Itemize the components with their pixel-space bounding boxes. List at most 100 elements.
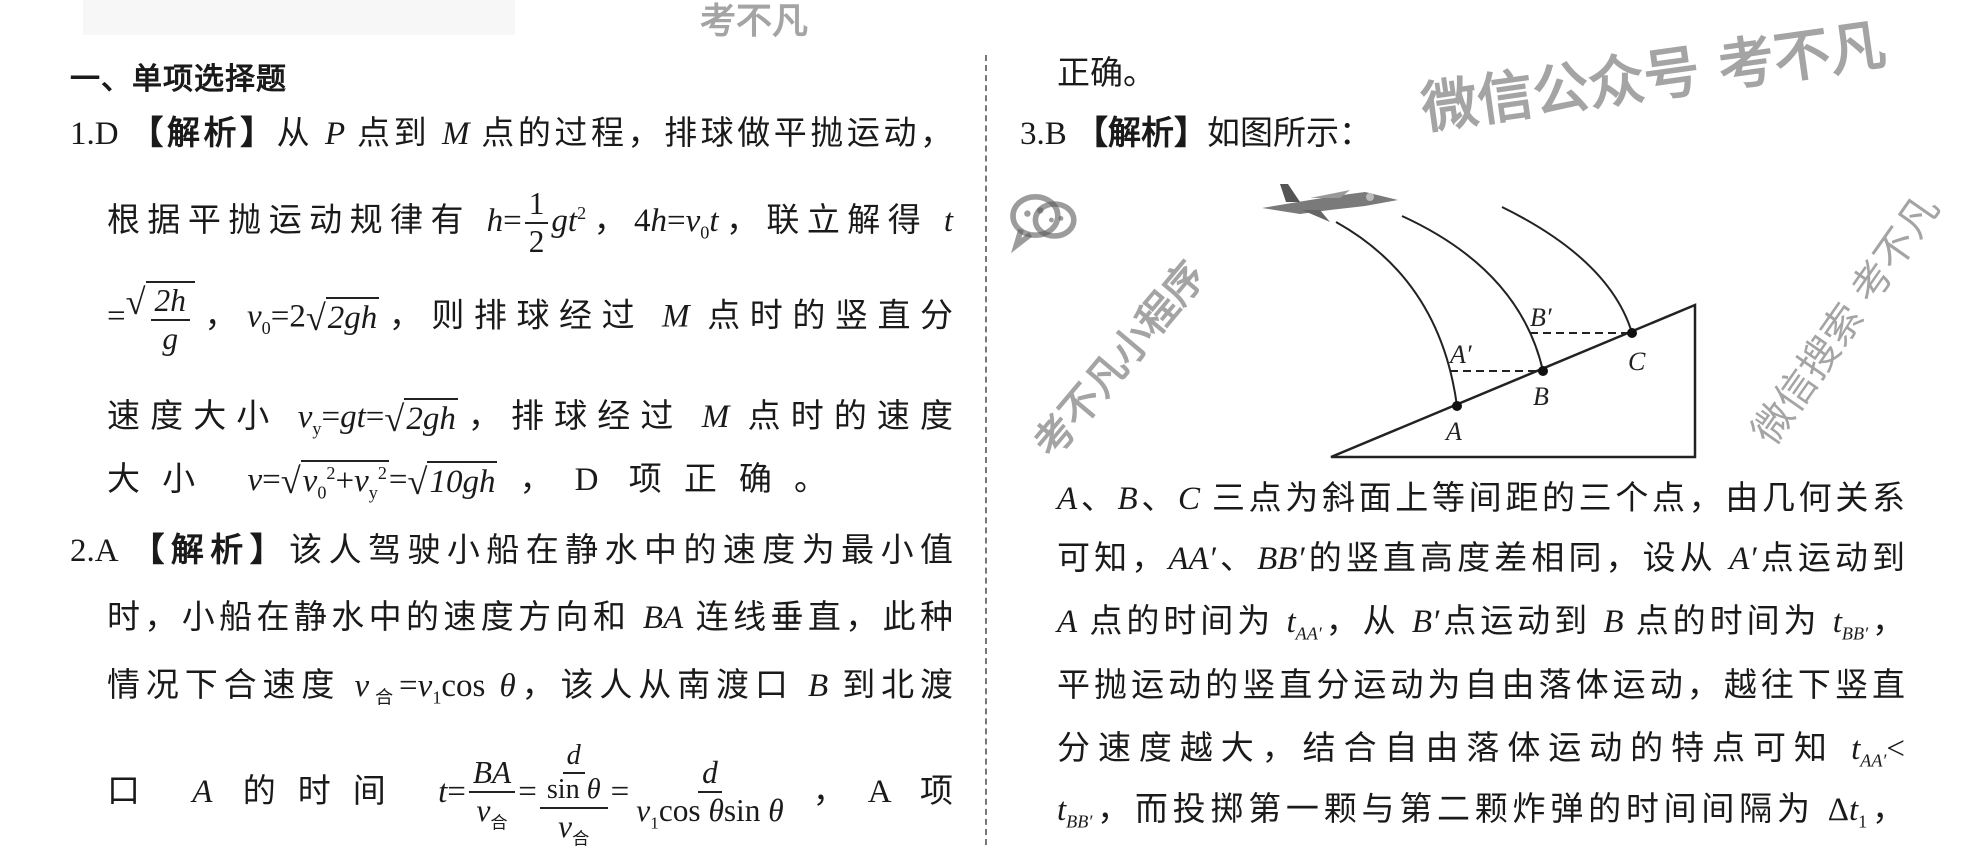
var: θ xyxy=(499,668,516,704)
point-b xyxy=(1538,366,1548,376)
var: θ xyxy=(586,774,601,806)
q3-line-6: 分速度越大，结合自由落体运动的特点可知 tAA′< xyxy=(1057,719,1905,779)
analysis-tag: 【解析】 xyxy=(1075,113,1208,152)
subscript: 1 xyxy=(432,687,442,708)
subscript: y xyxy=(312,418,322,439)
var: BA xyxy=(642,600,684,636)
label-a-prime: A′ xyxy=(1448,340,1472,369)
trajectory-b xyxy=(1401,215,1544,372)
point-a xyxy=(1452,401,1462,411)
text: ，D 项正确。 xyxy=(497,462,827,498)
text: 、 xyxy=(1077,481,1118,517)
text: 点的过程，排球做平抛运动， xyxy=(469,116,954,152)
radicand: 2gh xyxy=(404,397,458,442)
var: AA′ xyxy=(1168,541,1216,577)
text: 点时的竖直分 xyxy=(689,298,954,335)
section-heading: 一、单项选择题 xyxy=(70,62,287,97)
var: v xyxy=(636,793,651,829)
var: θ xyxy=(768,793,784,829)
var: v xyxy=(302,463,318,500)
answer-number: 2.A xyxy=(70,533,117,569)
text: 点运动到 xyxy=(1439,604,1604,640)
radicand: 10gh xyxy=(427,460,498,505)
q3-line-3: 可知，AA′、BB′的竖直高度差相同，设从 A′点运动到 xyxy=(1057,529,1905,589)
subscript: 合 xyxy=(369,687,400,708)
text: 点运动到 xyxy=(1756,541,1906,577)
text: 三点为斜面上等间距的三个点，由几何关系 xyxy=(1200,481,1906,517)
watermark-text: 考不凡 xyxy=(700,1,809,42)
trajectory-c xyxy=(1501,206,1633,334)
text: ，A 项 xyxy=(790,774,954,811)
var: v xyxy=(297,399,313,435)
var: v xyxy=(354,668,370,704)
numerator: d xyxy=(562,740,585,775)
var: C xyxy=(1178,481,1201,517)
incline-diagram: A B C A′ B′ xyxy=(1262,184,1697,459)
var: v xyxy=(685,203,701,239)
var: t xyxy=(1848,792,1859,828)
q2-line-3: 情况下合速度 v合=v1cos θ，该人从南渡口 B 到北渡 xyxy=(107,656,953,716)
exponent: 2 xyxy=(577,203,587,223)
q2-line-1: 2.A 【解析】该人驾驶小船在静水中的速度为最小值 xyxy=(70,520,953,580)
watermark-text: 微信公众号 考不凡 xyxy=(1417,12,1890,143)
var: B xyxy=(807,668,829,704)
text: ， xyxy=(1868,604,1906,640)
var: P xyxy=(325,116,346,152)
var: M xyxy=(441,116,470,152)
square-root: √v02+vy2 xyxy=(280,460,389,503)
numerator: 2h xyxy=(150,283,190,322)
text: = xyxy=(399,668,418,704)
var: v xyxy=(558,808,573,844)
text: 时，小船在静水中的速度方向和 xyxy=(107,600,643,636)
q3-line-7: tBB′，而投掷第一颗与第二颗炸弹的时间间隔为 Δt1， xyxy=(1057,780,1905,840)
text: sin xyxy=(546,774,587,806)
var: h xyxy=(650,203,668,239)
q3-line-2: A、B、C 三点为斜面上等间距的三个点，由几何关系 xyxy=(1057,469,1905,529)
var: B xyxy=(1603,604,1624,640)
text: = xyxy=(365,399,385,435)
text: ， xyxy=(1867,792,1906,828)
text: = xyxy=(262,462,281,498)
text: sin xyxy=(723,793,769,829)
text: ，排球经过 xyxy=(457,399,702,435)
label-b-prime: B′ xyxy=(1530,303,1552,332)
analysis-tag: 【解析】 xyxy=(130,113,277,152)
square-root: √2gh xyxy=(384,397,458,442)
text: = xyxy=(107,298,126,335)
text: 速度大小 xyxy=(107,399,298,435)
var: v xyxy=(476,793,491,829)
var: A xyxy=(1057,604,1078,640)
text: + xyxy=(335,463,355,500)
subscript: 0 xyxy=(261,318,271,339)
var: gt xyxy=(551,203,578,239)
var: v xyxy=(417,668,433,704)
subscript: AA′ xyxy=(1295,623,1322,644)
var: t xyxy=(1057,792,1067,828)
var: v xyxy=(247,298,262,335)
square-root: √10gh xyxy=(408,460,498,505)
text: Δ xyxy=(1827,792,1849,828)
subscript: BB′ xyxy=(1066,811,1093,832)
q3-line-5: 平抛运动的竖直分运动为自由落体运动，越往下竖直 xyxy=(1057,656,1905,716)
text: 点到 xyxy=(345,116,442,152)
subscript: AA′ xyxy=(1860,750,1887,771)
subscript: BB′ xyxy=(1841,623,1869,644)
answer-number: 3.B xyxy=(1020,116,1067,152)
text: = xyxy=(503,203,522,239)
subscript: 0 xyxy=(700,222,710,243)
column-divider xyxy=(985,55,987,845)
text: = xyxy=(447,774,466,811)
q1-line-5: 大小 v=√v02+vy2=√10gh，D 项正确。 xyxy=(107,450,827,510)
text: 根据平抛运动规律有 xyxy=(107,203,487,239)
var: v xyxy=(247,462,263,498)
var: A xyxy=(192,774,213,811)
text: = xyxy=(321,399,341,435)
radicand: 2gh xyxy=(325,297,380,341)
watermark-text: 微信搜索 考不凡 xyxy=(1743,186,1950,454)
top-header-strip xyxy=(83,0,515,35)
